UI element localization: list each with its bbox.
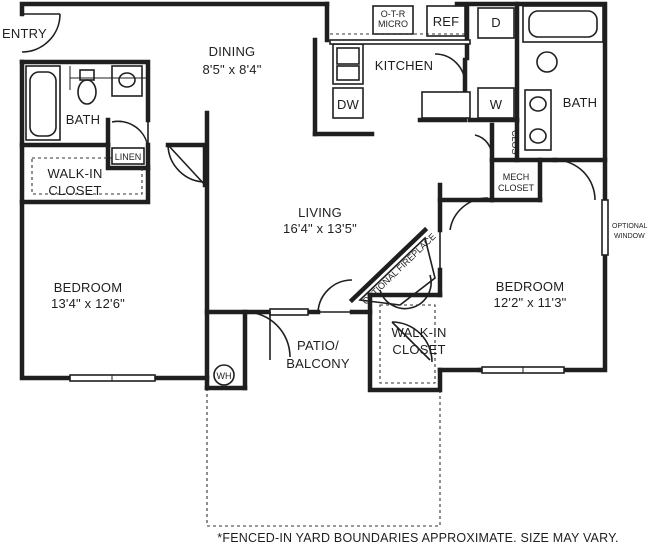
dining-size: 8'5" x 8'4" [202, 62, 261, 77]
mech-closet-label-1: MECH [503, 172, 530, 182]
bedroom-left-label: BEDROOM [54, 280, 123, 295]
bath-right-label: BATH [563, 95, 598, 110]
linen-label: LINEN [115, 152, 142, 162]
footnote: *FENCED-IN YARD BOUNDARIES APPROXIMATE. … [217, 531, 618, 545]
mech-closet-label-2: CLOSET [498, 183, 535, 193]
fixtures [25, 5, 604, 386]
room-labels: ENTRY DINING 8'5" x 8'4" KITCHEN O-T-R M… [2, 9, 648, 381]
dining-label: DINING [209, 44, 256, 59]
dishwasher-label: DW [337, 97, 360, 112]
bath-left-label: BATH [66, 112, 101, 127]
optional-window-label-2: WINDOW [614, 233, 645, 240]
walls [19, 1, 608, 393]
dryer-label: D [491, 15, 501, 30]
patio-label-1: PATIO/ [297, 338, 339, 353]
walkin-right-label-1: WALK-IN [391, 325, 446, 340]
doors [21, 13, 596, 363]
windows [69, 199, 609, 382]
walkin-left-label-2: CLOSET [48, 183, 101, 198]
refrigerator-label: REF [433, 14, 460, 29]
closet-label: CLOS [510, 130, 520, 155]
patio-label-2: BALCONY [286, 356, 350, 371]
entry-label: ENTRY [2, 26, 47, 41]
living-label: LIVING [298, 205, 342, 220]
bedroom-right-label: BEDROOM [496, 279, 565, 294]
washer-label: W [490, 97, 503, 112]
bedroom-left-size: 13'4" x 12'6" [51, 296, 125, 311]
otr-micro-label-2: MICRO [378, 19, 408, 29]
otr-micro-label-1: O-T-R [381, 9, 406, 19]
bedroom-right-size: 12'2" x 11'3" [494, 295, 567, 310]
kitchen-label: KITCHEN [375, 58, 433, 73]
walkin-left-label-1: WALK-IN [47, 166, 102, 181]
living-size: 16'4" x 13'5" [283, 221, 357, 236]
fenced-yard-boundary [206, 388, 441, 527]
water-heater-label: WH [217, 371, 232, 381]
walkin-right-label-2: CLOSET [392, 342, 445, 357]
optional-window-label-1: OPTIONAL [612, 223, 648, 230]
